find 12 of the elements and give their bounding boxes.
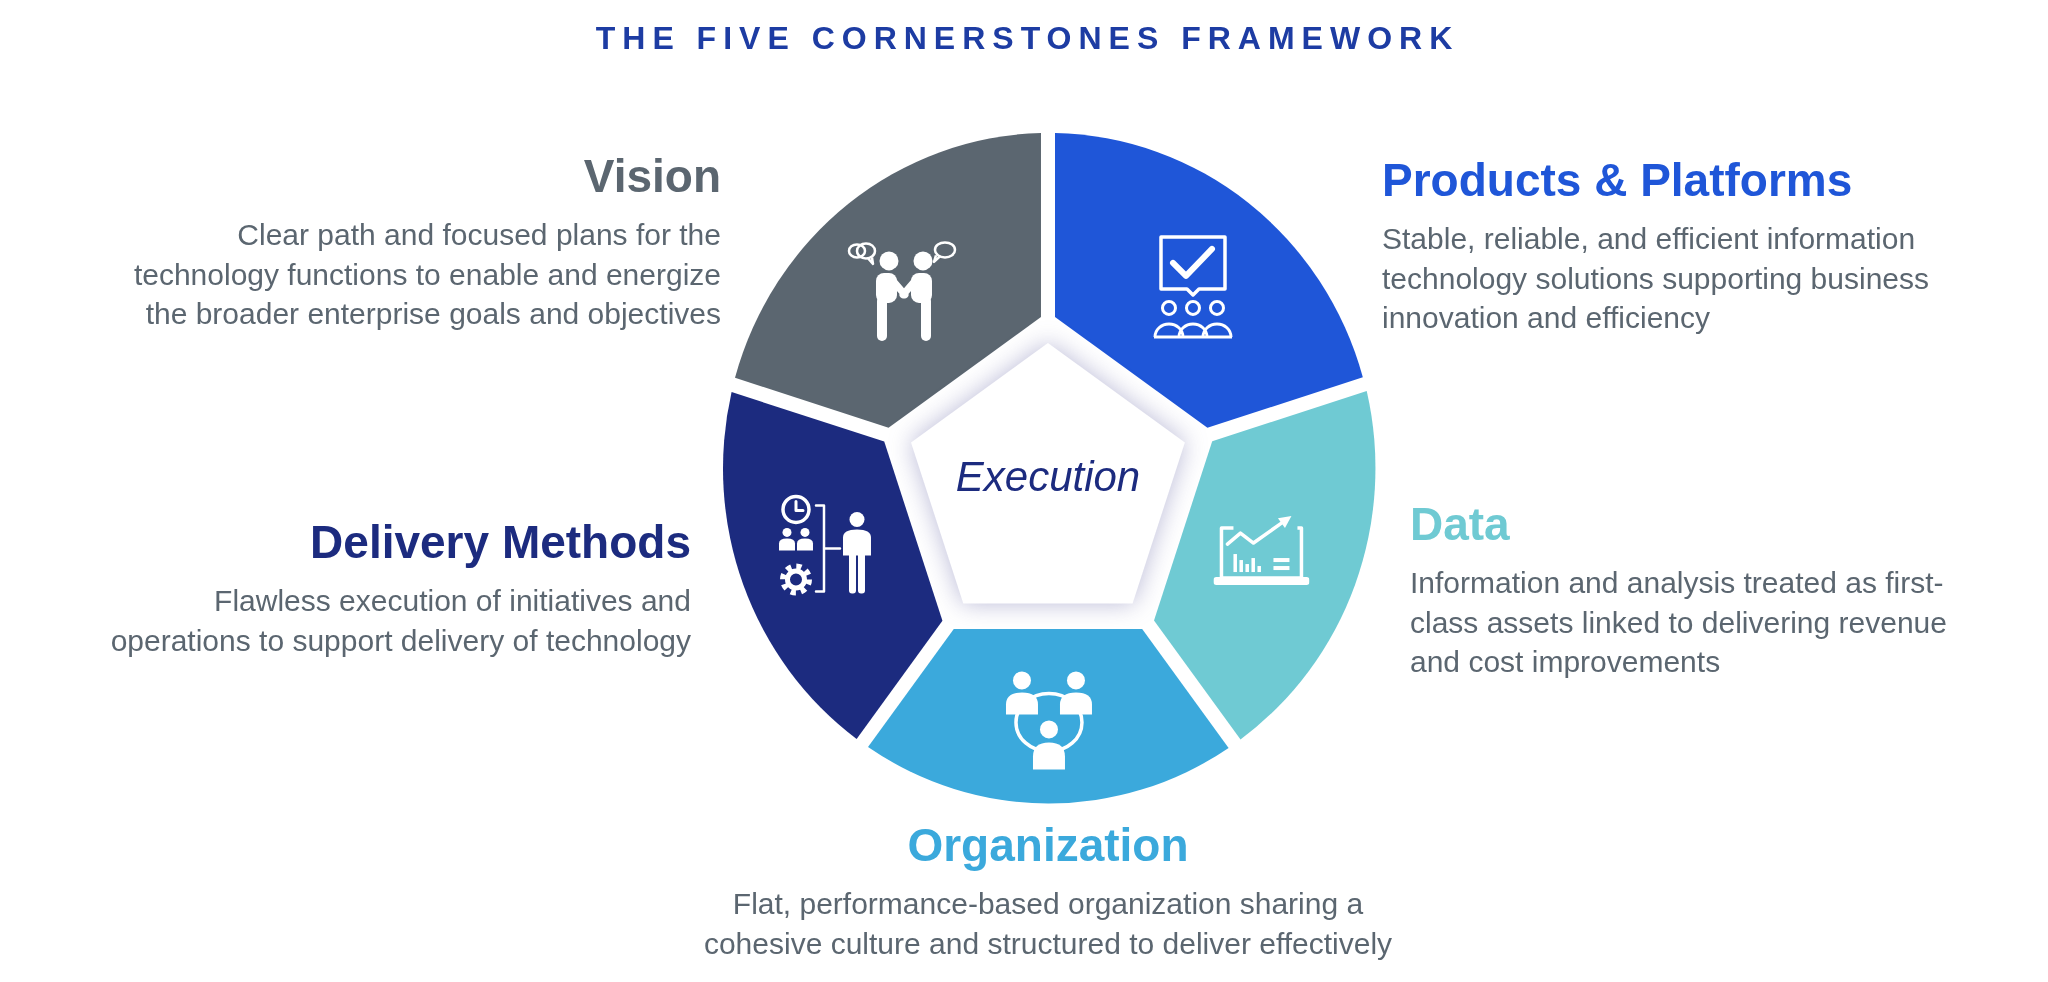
segment-description: Stable, reliable, and efficient information technology solutions supporting business innovation and efficiency [1382, 221, 1931, 336]
center-label: Execution [955, 454, 1141, 500]
segment-description: Information and analysis treated as first-class assets linked to delivering revenue and cost improvements [1410, 565, 1948, 680]
diagram-title: THE FIVE CORNERSTONES FRAMEWORK [594, 19, 1460, 57]
segment-heading: Products & Platforms [1382, 154, 1853, 206]
segment-description: Flat, performance-based organization sharing a cohesive culture and structured to deliver effectively [702, 886, 1394, 962]
segment-description: Clear path and focused plans for the technology functions to enable and energize the broader enterprise goals and objectives [132, 217, 721, 332]
segment-description: Flawless execution of initiatives and operations to support delivery of technology [109, 583, 691, 659]
segment-heading: Vision [583, 150, 721, 202]
segment-heading: Organization [907, 819, 1189, 871]
segment-heading: Data [1410, 498, 1510, 550]
segment-heading: Delivery Methods [310, 516, 691, 568]
